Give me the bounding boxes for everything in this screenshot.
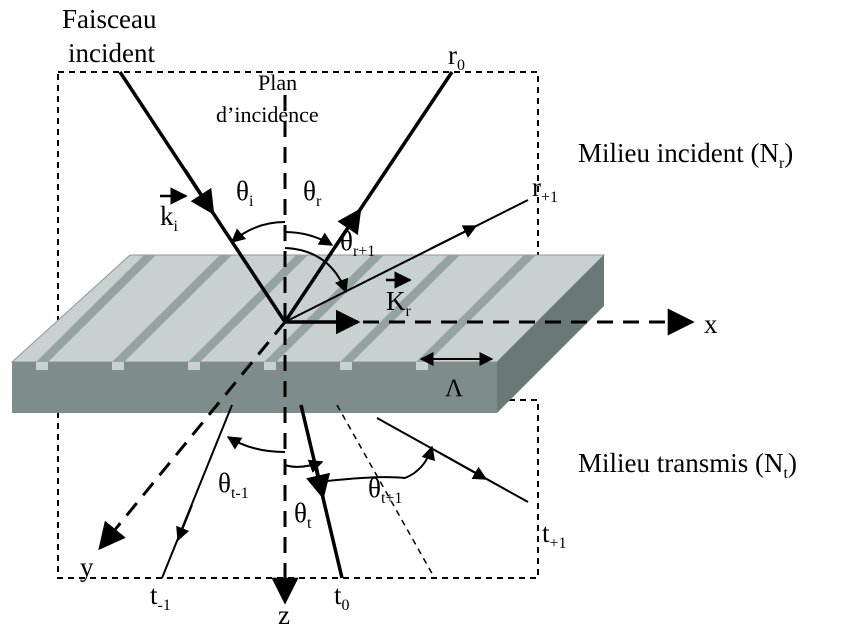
theta-r-plus1-arc (284, 247, 349, 294)
theta-r-arc (284, 231, 334, 246)
plan-label-line1: Plan (258, 70, 297, 95)
grating-grooves (36, 255, 536, 362)
reflected-order-0-arrow (333, 207, 362, 248)
reflected-order-plus1-arrow (429, 225, 478, 250)
milieu-transmis-label: Milieu transmis (Nt) (578, 448, 797, 482)
transmitted-order-minus1 (161, 404, 233, 579)
lambda-label: Λ (445, 375, 463, 402)
plan-label-line2: d’incidence (216, 102, 319, 127)
theta-r-label: θr (303, 176, 322, 210)
incident-beam-arrow (183, 169, 215, 216)
z-axis-label: z (278, 600, 290, 628)
transmitted-order-plus1-arrow (439, 452, 488, 480)
t-plus1-label: t+1 (542, 518, 567, 552)
theta-r-plus1-label: θr+1 (340, 226, 375, 260)
milieu-incident-label: Milieu incident (Nr) (578, 138, 793, 172)
reflected-order-plus1 (284, 199, 529, 323)
theta-t-plus1-arc (317, 445, 436, 483)
theta-t-plus1-label: θt+1 (368, 473, 402, 507)
Kr-label: Kr (386, 286, 412, 320)
grating-front-notches (36, 362, 428, 370)
y-axis (98, 321, 287, 551)
theta-t-minus1-label: θt-1 (218, 468, 249, 502)
transmitted-order-minus1-arrow (176, 504, 193, 542)
theta-t-minus1-arc (226, 436, 286, 453)
r-plus1-label: r+1 (532, 172, 558, 206)
grating-side-face (497, 255, 604, 413)
r0-label: r0 (448, 40, 465, 74)
theta-t-arc (284, 459, 324, 473)
faisceau-label-line1: Faisceau (62, 4, 157, 34)
theta-t-label: θt (294, 498, 312, 532)
t0-label: t0 (334, 580, 350, 614)
grating-front-face (12, 362, 497, 413)
theta-i-label: θi (236, 176, 254, 210)
theta-i-arc (230, 221, 286, 243)
reflected-order-0 (283, 71, 454, 323)
transmitted-order-0-arrow (306, 461, 331, 500)
transmission-plane-frame (57, 399, 539, 579)
grating-block (10, 254, 606, 413)
y-axis-label: y (80, 552, 94, 582)
t-minus1-label: t-1 (150, 580, 171, 614)
x-axis-label: x (704, 309, 718, 339)
faisceau-label-line2: incident (68, 38, 155, 68)
ki-label: ki (160, 201, 179, 235)
